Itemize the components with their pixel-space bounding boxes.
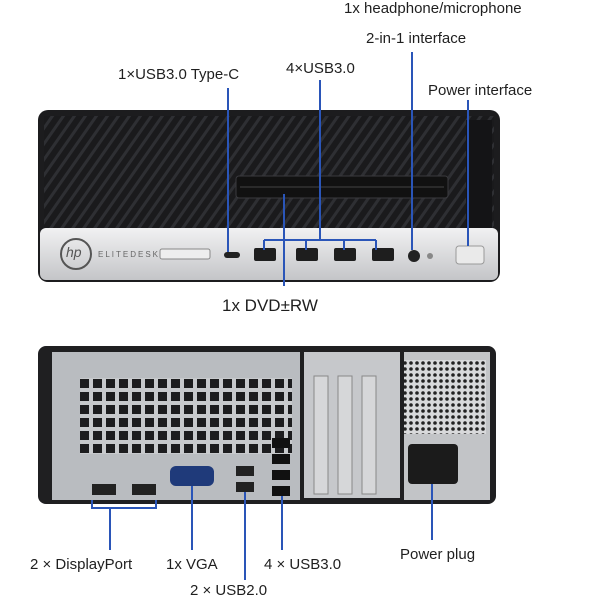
model-badge: ELITEDESK [98, 250, 161, 259]
front-label-plate [159, 248, 211, 260]
vga-label: 1x VGA [166, 556, 218, 573]
headphone-label-line1: 1x headphone/microphone [344, 0, 522, 17]
headphone-label-line2: 2-in-1 interface [366, 30, 467, 47]
front-usb-c-port [224, 252, 240, 258]
power-button[interactable] [455, 245, 485, 265]
hp-brand-text: hp [66, 244, 82, 260]
front-chassis [38, 110, 500, 282]
power-interface-label: Power interface [428, 82, 533, 99]
led-indicator [427, 253, 433, 259]
headphone-jack [408, 250, 420, 262]
hp-logo [60, 238, 92, 270]
displayport-1 [92, 484, 116, 495]
usb-c-label: 1×USB3.0 Type-C [118, 66, 240, 83]
front-usb3-ports [254, 248, 394, 261]
power-plug-label: Power plug [400, 546, 476, 563]
displayport-label: 2 × DisplayPort [30, 556, 133, 573]
usb2-label: 2 × USB2.0 [190, 582, 268, 599]
power-plug-socket [408, 444, 458, 484]
displayport-2 [132, 484, 156, 495]
usb3-rear-label: 4 × USB3.0 [264, 556, 342, 573]
vga-port [170, 466, 214, 486]
usb3-front-label: 4×USB3.0 [286, 60, 355, 77]
rear-vent-grid [80, 378, 292, 454]
expansion-slots [313, 375, 377, 495]
rear-usb2-port-1 [236, 466, 254, 476]
dvd-label: 1x DVD±RW [222, 296, 318, 315]
front-callout-lines [227, 52, 469, 286]
rear-usb3-ports [272, 438, 290, 496]
rear-usb2-port-2 [236, 482, 254, 492]
rear-callout-lines [91, 484, 433, 580]
fan-mesh [404, 360, 486, 434]
